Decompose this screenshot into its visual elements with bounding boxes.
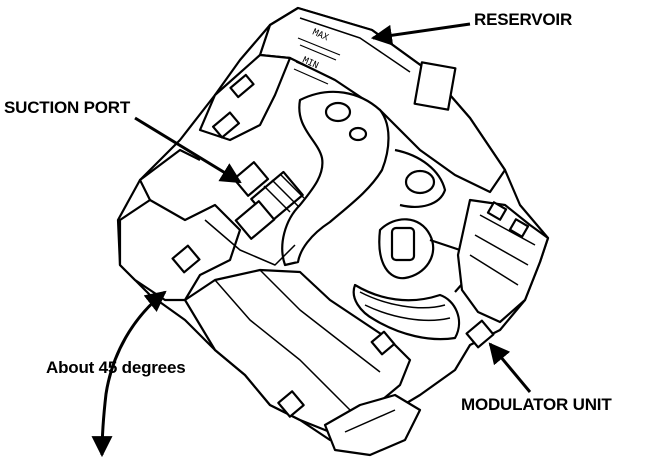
reservoir-cap — [413, 61, 457, 111]
modulator-connector — [456, 198, 550, 349]
modulator-assembly-drawing: MAX MIN — [116, 6, 550, 457]
modulator-arrow — [488, 342, 532, 393]
reservoir-label: RESERVOIR — [474, 10, 573, 29]
suction-port-arrow — [134, 116, 242, 184]
angle-label: About 45 degrees — [46, 358, 186, 377]
level-marks — [293, 37, 341, 85]
suction-port-label: SUCTION PORT — [4, 98, 131, 117]
suction-port — [232, 161, 305, 240]
callout-arrows — [91, 22, 532, 458]
pump-bracket — [352, 218, 472, 341]
bottom-bracket — [323, 393, 422, 457]
reservoir-arrow — [370, 22, 471, 46]
angle-arc-arrow — [91, 290, 167, 458]
modulator-unit-label: MODULATOR UNIT — [461, 395, 612, 414]
